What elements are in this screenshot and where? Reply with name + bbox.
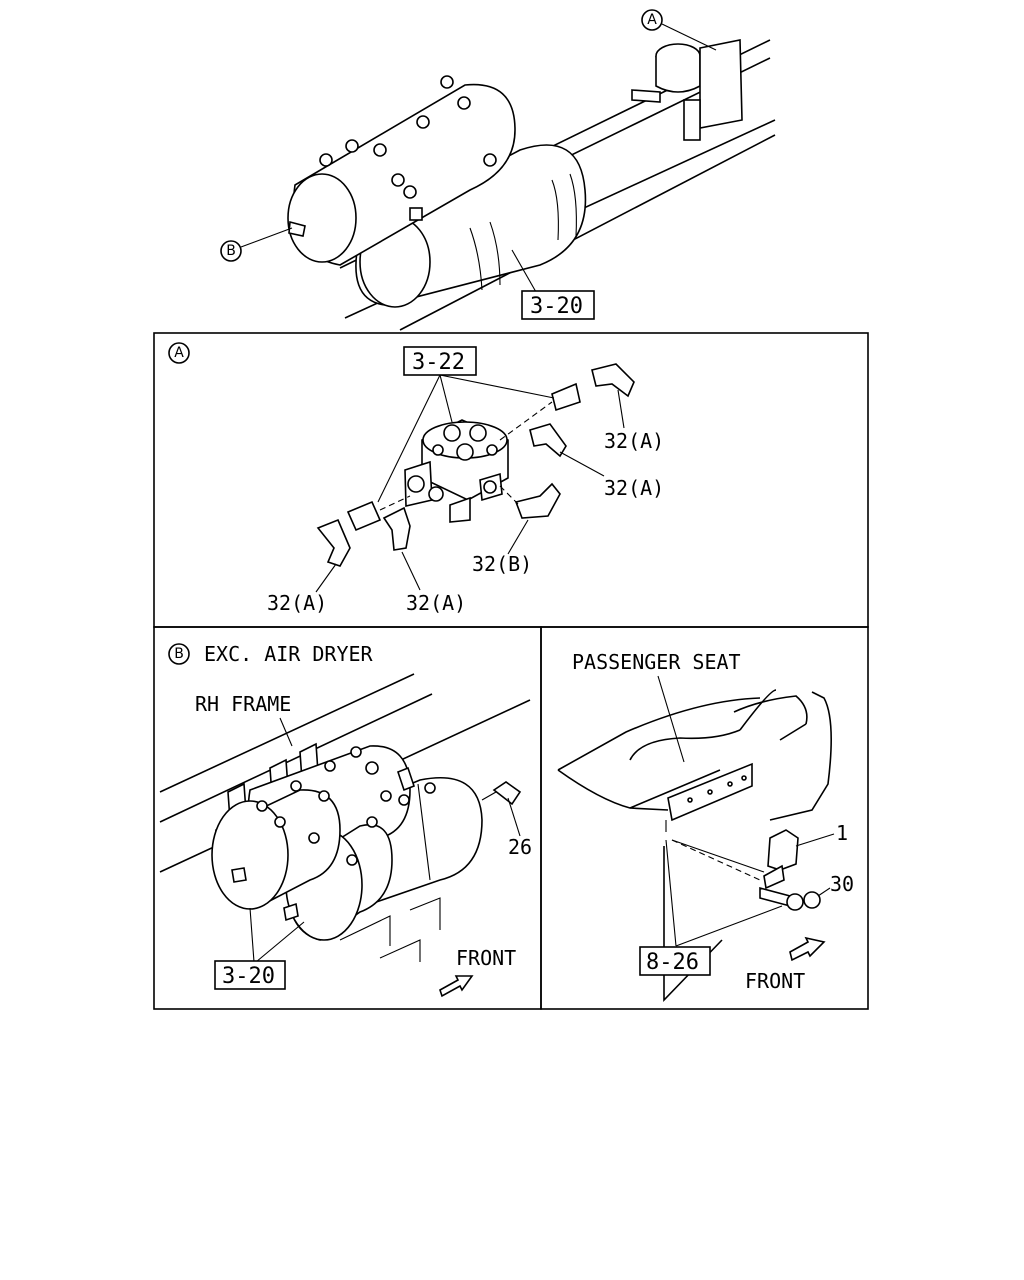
panel-a-marker: A — [174, 345, 184, 361]
panel-b-marker-circle — [168, 643, 190, 665]
air-tanks-exc-dryer — [159, 673, 531, 962]
part-26-label: 26 — [508, 835, 532, 859]
air-tank-front — [287, 75, 516, 266]
callout-b-circle — [220, 240, 242, 262]
panel-a-ref-valve: 3-22 — [412, 350, 465, 375]
panel-b-front-label: FRONT — [456, 946, 516, 970]
overview-marker-b: B — [226, 243, 236, 259]
part-1-label: 1 — [836, 821, 848, 845]
fitting-label-2: 32(A) — [604, 476, 664, 500]
part-30-label: 30 — [830, 872, 854, 896]
panel-c-ref-bracket: 8-26 — [646, 950, 699, 975]
relay-valve-exploded — [316, 363, 635, 567]
front-arrow-icon — [789, 936, 826, 962]
callout-a-circle — [641, 9, 663, 31]
fitting-label-4: 32(A) — [267, 591, 327, 615]
passenger-seat-label: PASSENGER SEAT — [572, 650, 741, 674]
front-arrow-icon — [439, 975, 474, 998]
panel-b-ref-tanks: 3-20 — [222, 964, 275, 989]
panel-b-title: EXC. AIR DRYER — [204, 642, 374, 666]
panel-b-ref-box — [214, 960, 286, 990]
fitting-label-1: 32(A) — [604, 429, 664, 453]
relay-valve-mount — [631, 39, 743, 141]
air-tank-rear — [355, 144, 587, 308]
panel-b-marker: B — [174, 646, 184, 662]
rh-frame-label: RH FRAME — [195, 692, 291, 716]
panel-c-front-label: FRONT — [745, 969, 805, 993]
overview-ref-tanks: 3-20 — [530, 294, 583, 319]
ref-box-tanks — [521, 290, 595, 320]
seat-and-bracket — [557, 689, 832, 1002]
overview-marker-a: A — [647, 12, 657, 28]
fitting-label-3: 32(B) — [472, 552, 532, 576]
fitting-label-5: 32(A) — [406, 591, 466, 615]
panel-a-frame — [153, 332, 869, 628]
overview-illustration: A B 3-20 — [220, 9, 776, 331]
panel-c-frame — [540, 626, 869, 1010]
panel-a-marker-circle — [168, 342, 190, 364]
panel-c-ref-box — [639, 946, 711, 976]
